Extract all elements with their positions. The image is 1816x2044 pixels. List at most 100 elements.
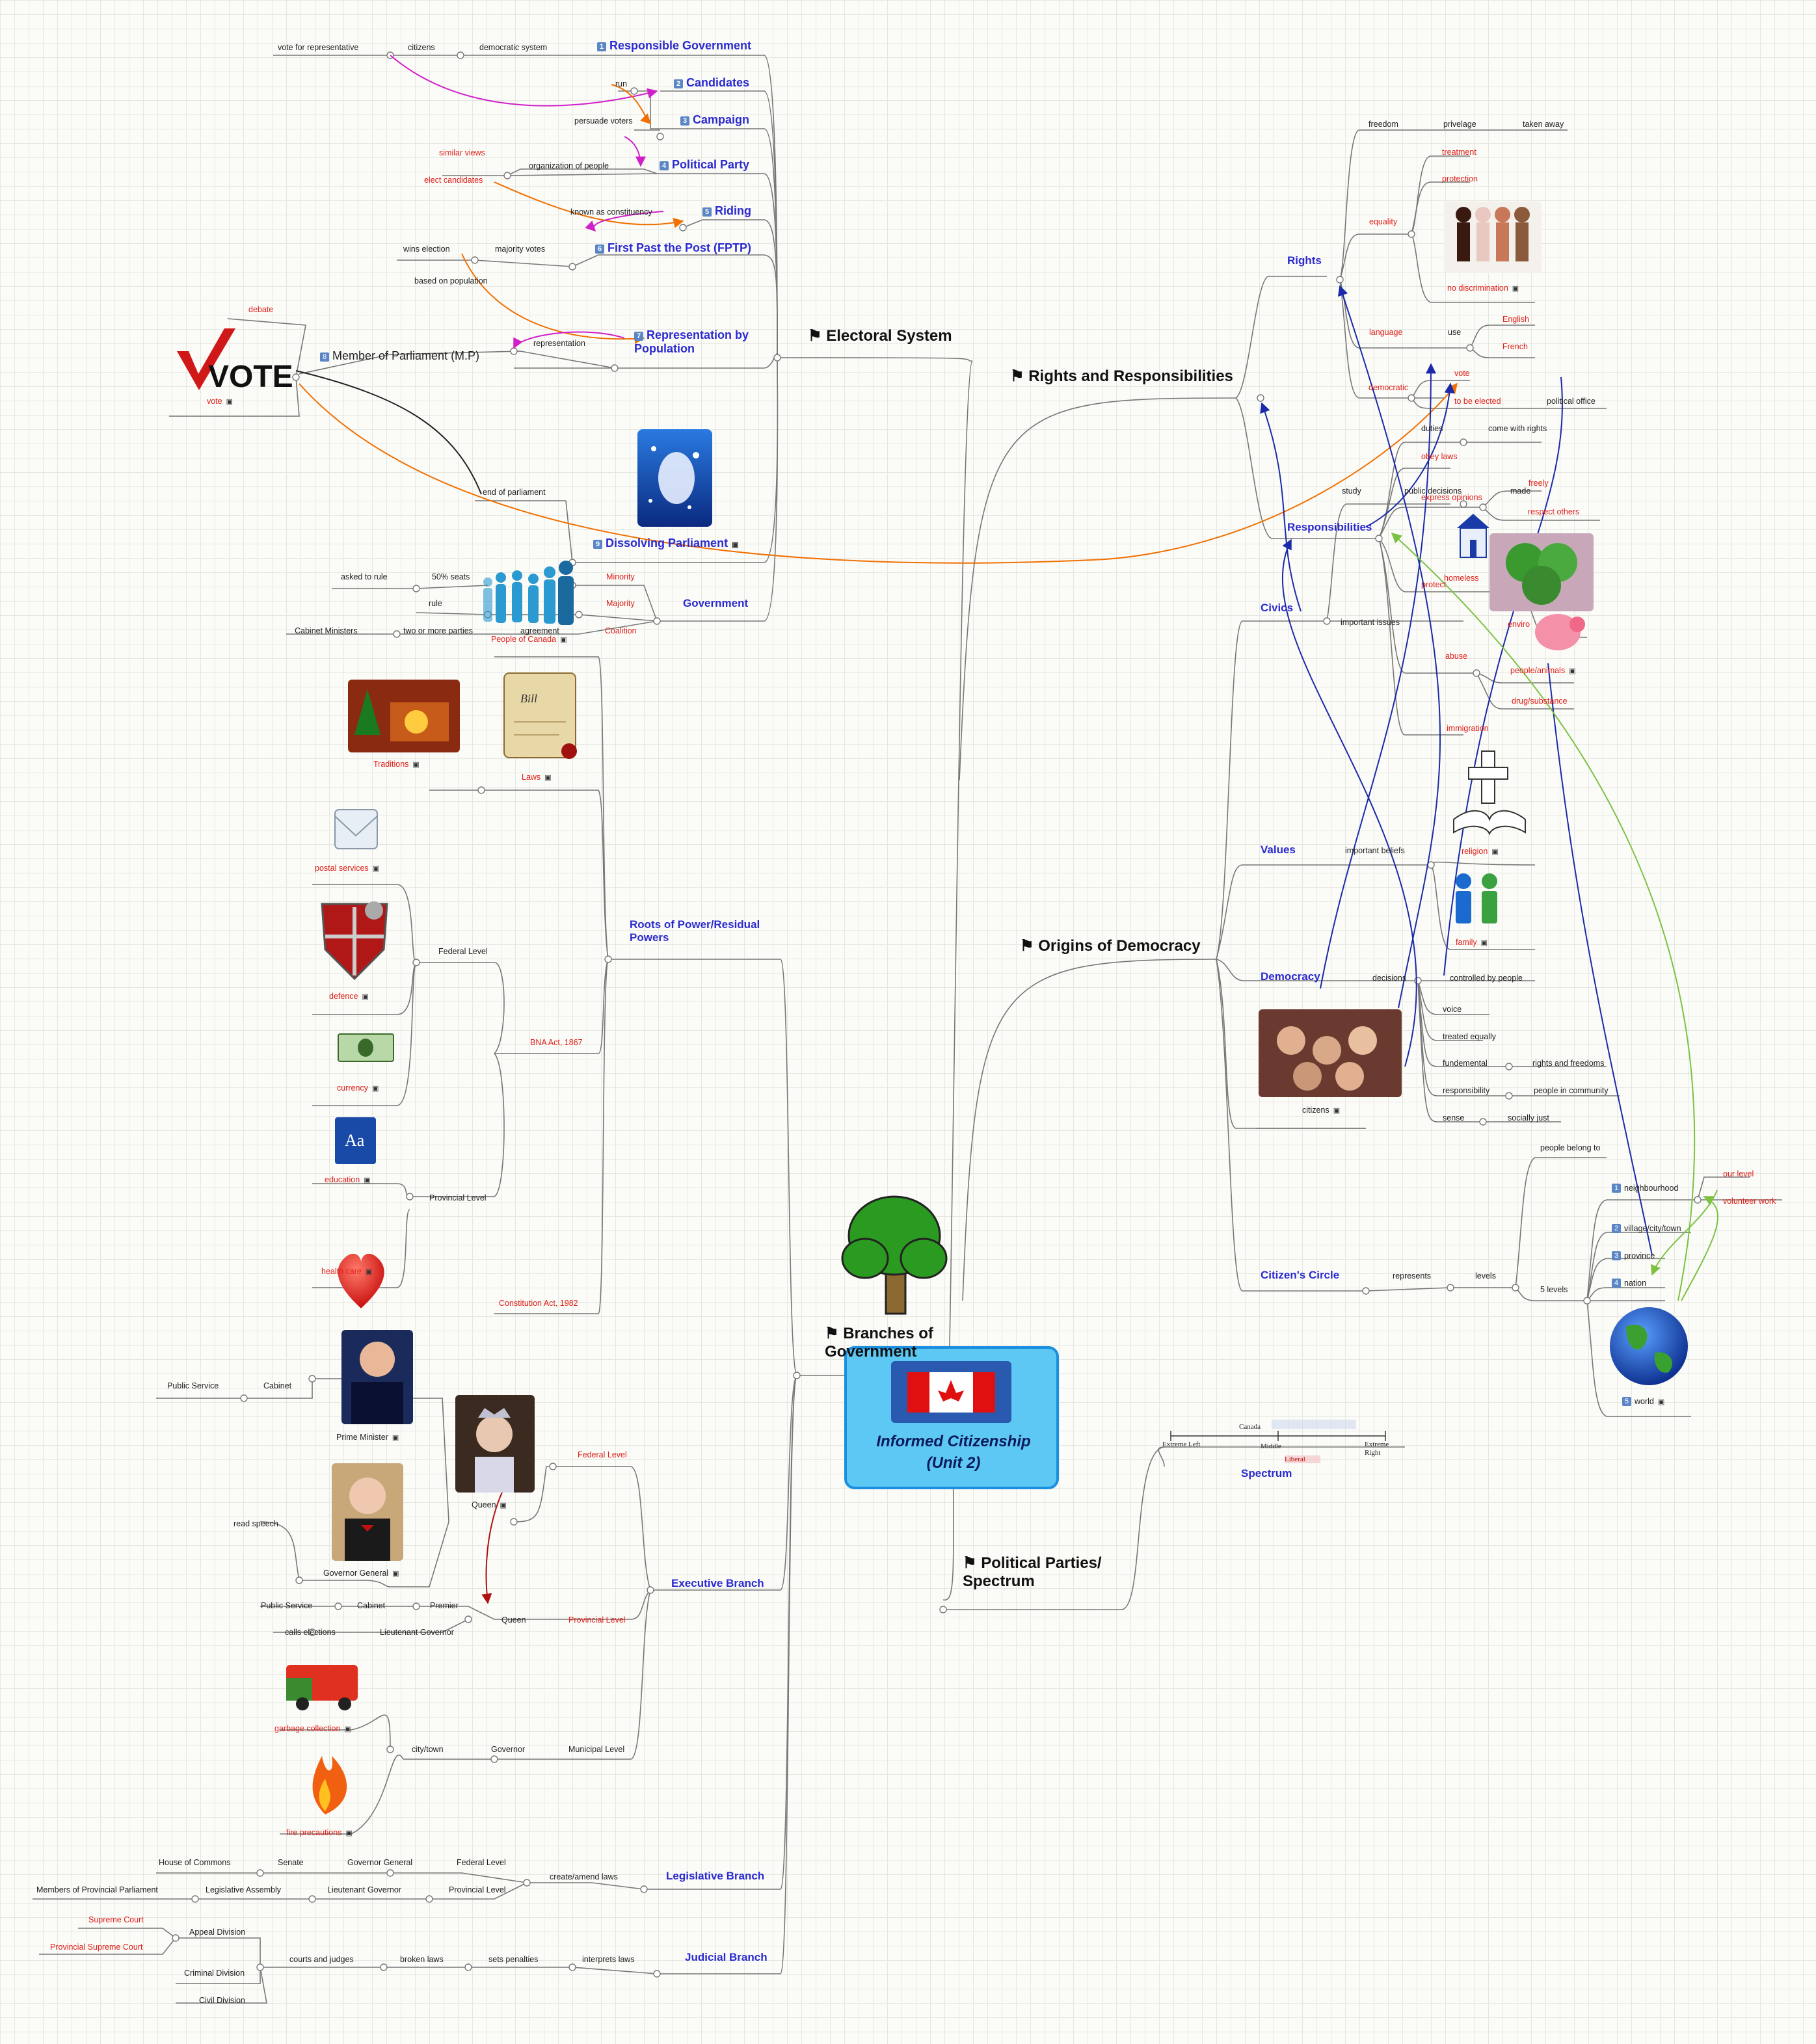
people-belong-to-label: people belong to <box>1540 1143 1601 1152</box>
image-attachment-icon: ▣ <box>226 398 234 406</box>
number-badge: 4 <box>1612 1279 1621 1288</box>
education-label: education▣ <box>325 1175 371 1185</box>
fire-precautions-text: fire precautions <box>286 1828 342 1837</box>
political-parties-title: Political Parties/ Spectrum <box>963 1554 1102 1590</box>
majority-label: Majority <box>606 599 635 608</box>
queen-text: Queen <box>472 1500 496 1509</box>
electoral-system-topic[interactable]: ⚑ Electoral System <box>808 327 952 345</box>
canada-label: Canada <box>1239 1423 1261 1431</box>
rule-label: rule <box>429 599 442 608</box>
made-label: made <box>1510 486 1531 496</box>
leg-provincial-level-label: Provincial Level <box>449 1885 506 1894</box>
privelage-label: privelage <box>1443 120 1476 129</box>
image-attachment-icon: ▣ <box>1657 1398 1665 1406</box>
legislative-branch-node[interactable]: Legislative Branch <box>666 1870 765 1882</box>
center-subtitle: (Unit 2) <box>926 1454 981 1472</box>
protect-label: protect <box>1421 580 1447 589</box>
garbage-collection-label: garbage collection▣ <box>274 1724 351 1734</box>
coalition-label: Coalition <box>605 626 637 635</box>
image-attachment-icon: ▣ <box>500 1502 507 1509</box>
represents-label: represents <box>1393 1271 1432 1281</box>
democracy-node[interactable]: Democracy <box>1261 970 1320 983</box>
world-text: world <box>1635 1397 1654 1406</box>
central-topic[interactable] <box>844 1346 1059 1489</box>
majority-votes-label: majority votes <box>495 245 546 254</box>
obey-laws-label: obey laws <box>1421 452 1458 461</box>
government-node[interactable]: Government <box>683 597 749 609</box>
garbage-collection-text: garbage collection <box>274 1724 341 1733</box>
family-text: family <box>1456 938 1477 947</box>
currency-label: currency▣ <box>337 1083 379 1093</box>
vote-label: vote▣ <box>207 397 233 406</box>
number-badge: 5 <box>1622 1397 1631 1406</box>
image-attachment-icon: ▣ <box>344 1725 351 1733</box>
governor-general-text: Governor General <box>323 1569 389 1578</box>
responsibilities-node[interactable]: Responsibilities <box>1287 521 1372 533</box>
judicial-branch-node[interactable]: Judicial Branch <box>685 1951 768 1963</box>
node-label: Responsible Government <box>609 39 752 52</box>
family-label: family▣ <box>1456 938 1488 948</box>
traditions-image <box>348 680 460 752</box>
laws-text: Laws <box>522 773 541 782</box>
political-spectrum-diagram <box>1170 1420 1386 1463</box>
democratic-label: democratic <box>1369 383 1409 392</box>
governor-general-label: Governor General▣ <box>323 1569 399 1578</box>
protection-label: protection <box>1442 174 1478 183</box>
no-discrimination-text: no discrimination <box>1447 284 1508 293</box>
citizens-circle-node[interactable]: Citizen's Circle <box>1261 1269 1340 1281</box>
spectrum-node[interactable]: Spectrum <box>1241 1467 1292 1480</box>
sets-penalties-label: sets penalties <box>488 1955 539 1964</box>
provincial-supreme-court-label: Provincial Supreme Court <box>50 1943 143 1952</box>
rights-responsibilities-topic[interactable]: ⚑ Rights and Responsibilities <box>1010 367 1233 385</box>
node-label: Political Party <box>672 158 750 171</box>
image-attachment-icon: ▣ <box>1480 939 1488 947</box>
civics-node[interactable]: Civics <box>1261 602 1294 614</box>
political-parties-topic[interactable]: ⚑ Political Parties/ Spectrum <box>963 1554 1102 1590</box>
french-label: French <box>1502 342 1528 351</box>
roots-of-power-node[interactable]: Roots of Power/Residual Powers <box>630 918 760 944</box>
image-attachment-icon: ▣ <box>1491 848 1499 856</box>
executive-branch-node[interactable]: Executive Branch <box>671 1577 764 1589</box>
image-attachment-icon: ▣ <box>362 993 369 1001</box>
extreme-left-label: Extreme Left <box>1162 1440 1201 1448</box>
node-label: Dissolving Parliament <box>606 537 728 550</box>
come-with-rights-label: come with rights <box>1488 424 1547 433</box>
duties-label: duties <box>1421 424 1443 433</box>
values-node[interactable]: Values <box>1261 843 1296 856</box>
node-label: First Past the Post (FPTP) <box>608 241 752 254</box>
interprets-laws-label: interprets laws <box>582 1955 635 1964</box>
branches-of-government-topic[interactable]: ⚑ Branches of Government <box>825 1325 933 1360</box>
treatment-label: treatment <box>1442 148 1476 157</box>
levels-label: levels <box>1475 1271 1496 1281</box>
lieutenant-governor-label: Lieutenant Governor <box>380 1628 454 1637</box>
education-text: education <box>325 1175 360 1184</box>
city-town-label: city/town <box>412 1745 444 1754</box>
education-book-icon: Aa <box>335 1117 376 1164</box>
calls-elections-label: calls elections <box>285 1628 336 1637</box>
rights-and-freedoms-label: rights and freedoms <box>1532 1059 1605 1068</box>
rights-node[interactable]: Rights <box>1287 254 1322 267</box>
node-label: Candidates <box>686 76 750 89</box>
people-of-canada-image <box>483 561 574 625</box>
citizens-photo-label: citizens▣ <box>1302 1106 1340 1115</box>
number-badge: 5 <box>702 207 712 217</box>
taken-away-label: taken away <box>1523 120 1564 129</box>
origins-of-democracy-topic[interactable]: ⚑ Origins of Democracy <box>1020 937 1201 955</box>
create-amend-laws-label: create/amend laws <box>550 1872 618 1881</box>
origins-title: Origins of Democracy <box>1038 937 1201 955</box>
province-text: province <box>1624 1251 1655 1260</box>
fire-icon <box>312 1756 347 1814</box>
number-badge: 1 <box>1612 1184 1621 1193</box>
defence-shield-icon <box>321 901 388 981</box>
postal-services-text: postal services <box>315 864 369 873</box>
